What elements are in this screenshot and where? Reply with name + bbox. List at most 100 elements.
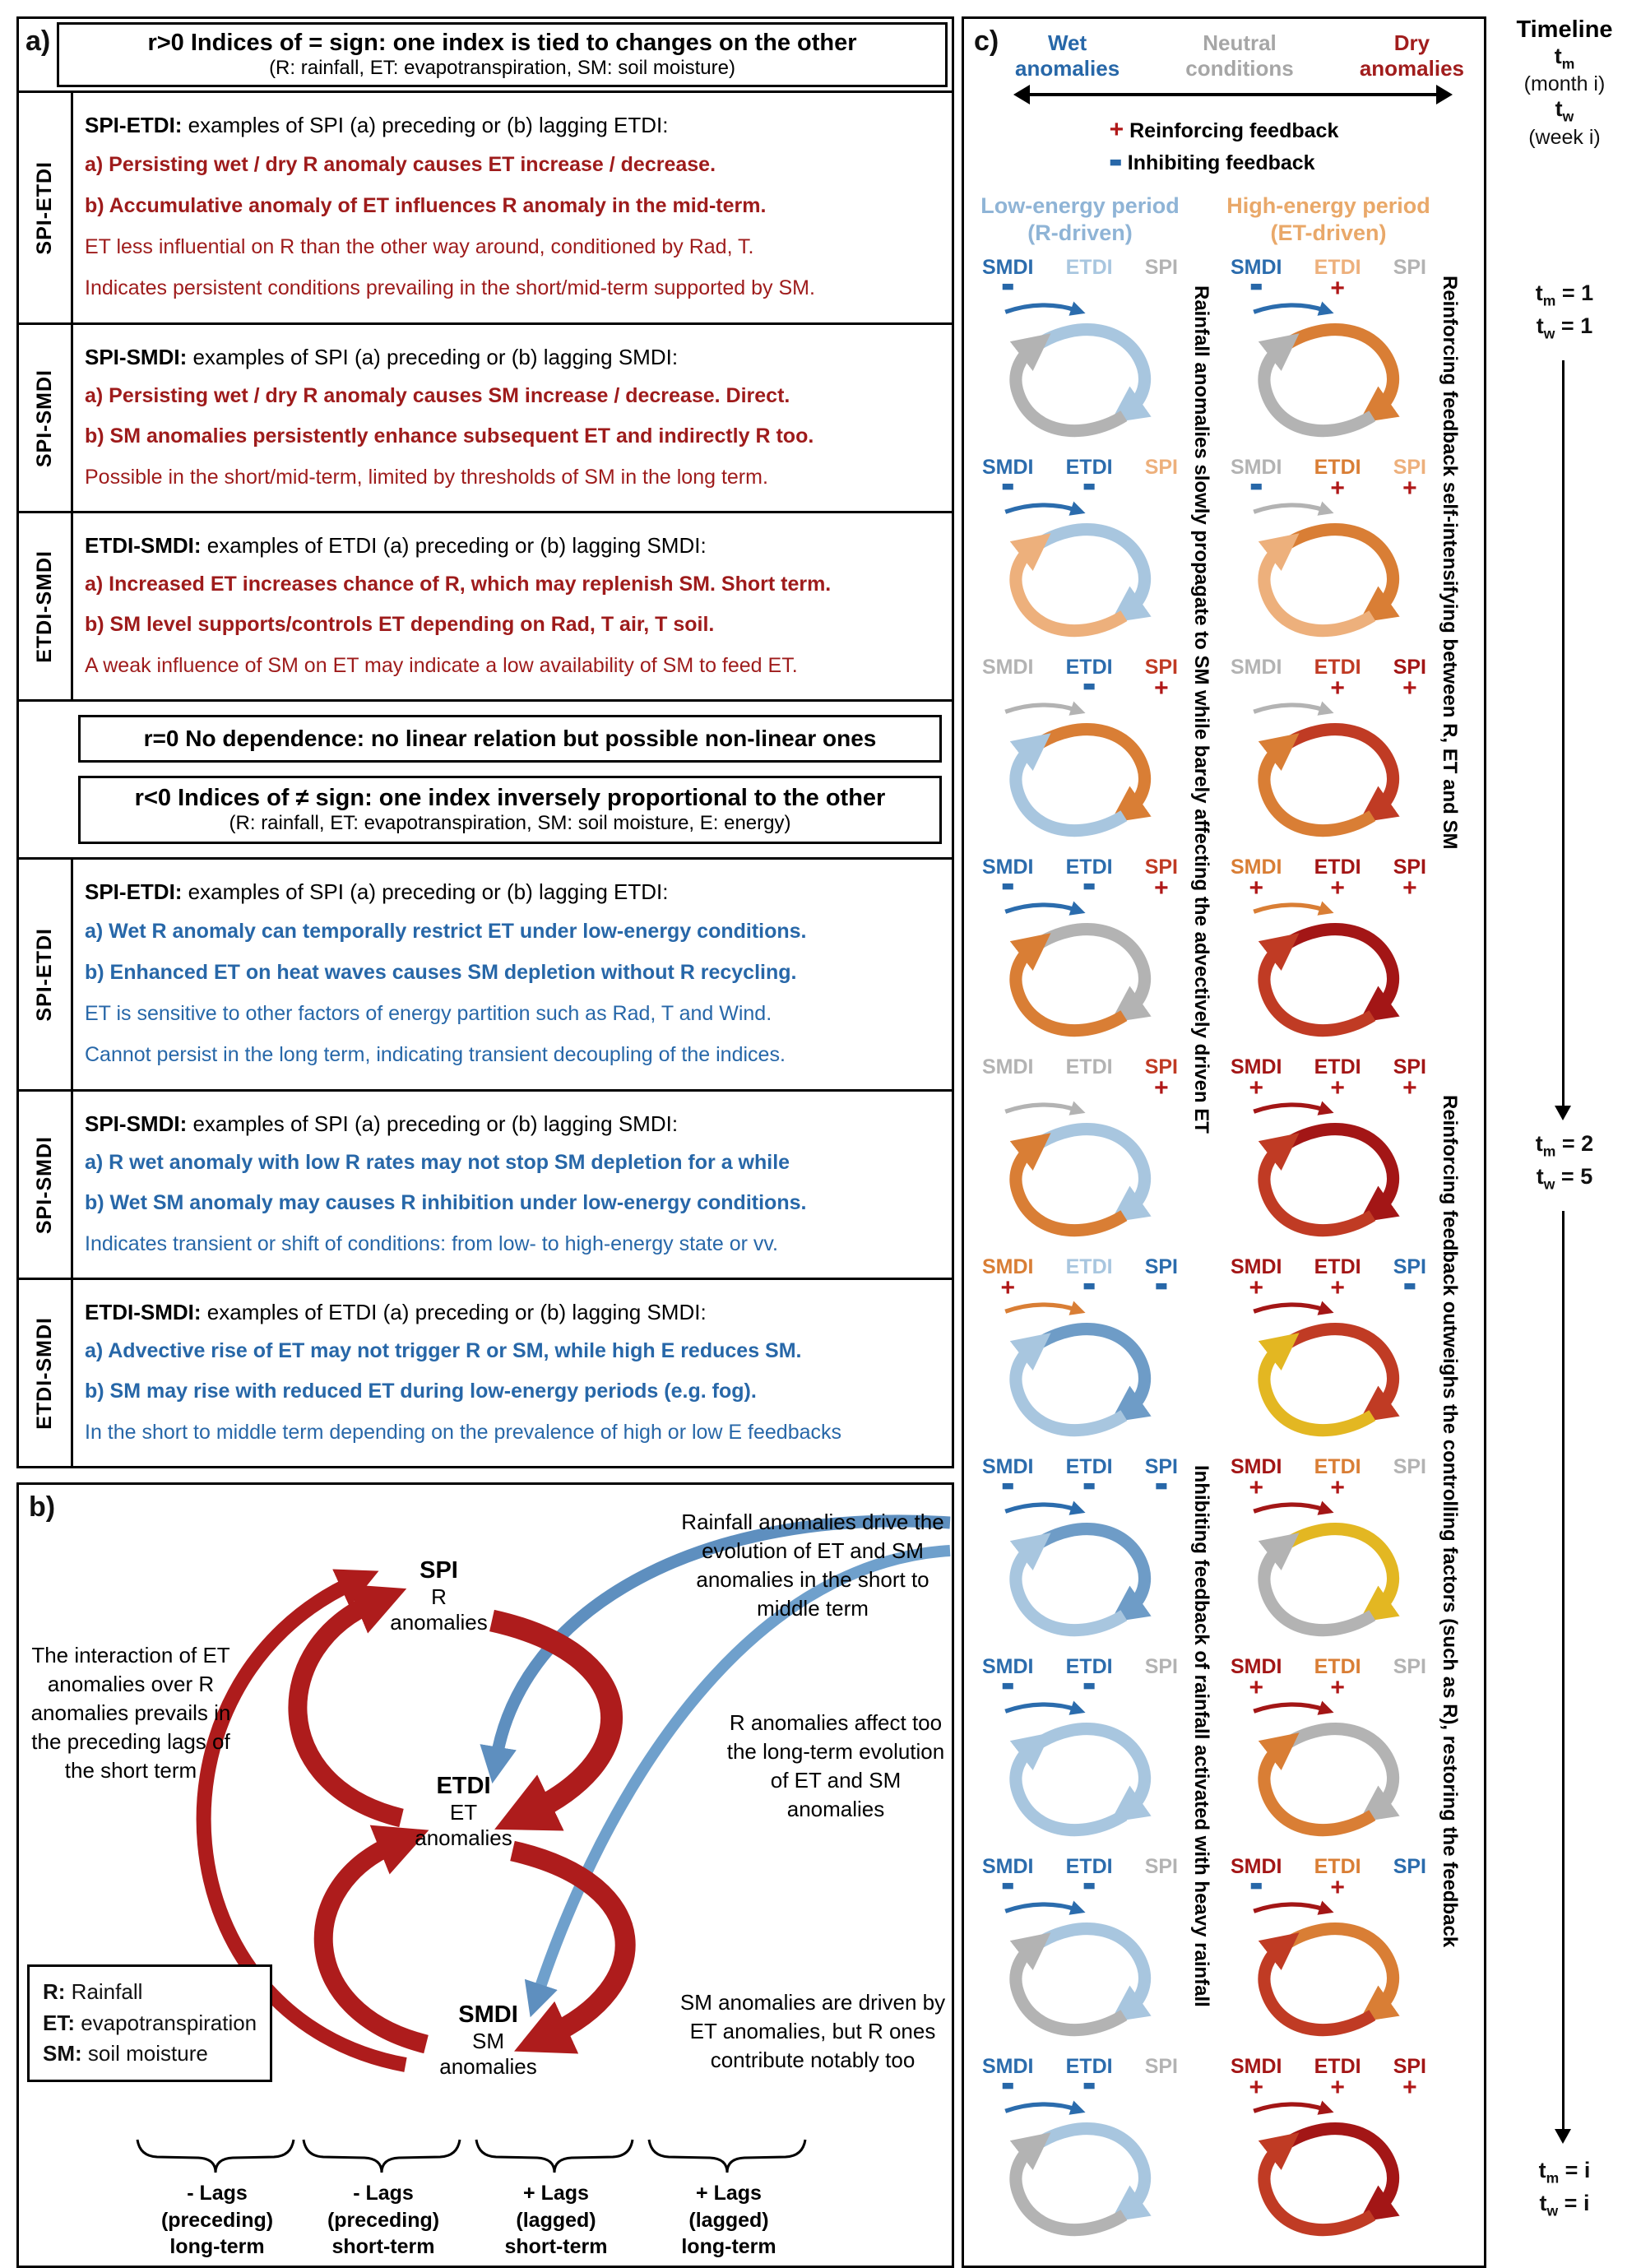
minus-sign: − bbox=[1082, 1253, 1096, 1318]
index-labels: SMDI−ETDI−SPI bbox=[972, 456, 1188, 514]
feedback-motif-row: SMDI+ETDI+SPI bbox=[1221, 1655, 1436, 1850]
minus-sign: − bbox=[1001, 1653, 1014, 1718]
section-line: a) Persisting wet / dry R anomaly causes… bbox=[85, 384, 790, 408]
positive-correlation-subtitle: (R: rainfall, ET: evapotranspiration, SM… bbox=[269, 57, 735, 79]
index-labels: SMDI−ETDI+SPI+ bbox=[1221, 456, 1436, 514]
index-name: SMDI bbox=[982, 256, 1034, 280]
index-label: SPI+ bbox=[1145, 856, 1178, 903]
index-labels: SMDI−ETDI−SPI− bbox=[972, 1455, 1188, 1514]
section-heading-rest: examples of SPI (a) preceding or (b) lag… bbox=[187, 344, 679, 369]
feedback-swirl bbox=[1221, 1300, 1436, 1450]
index-label: SPI− bbox=[1145, 1255, 1178, 1314]
index-name: SMDI bbox=[982, 456, 1034, 480]
index-name: ETDI bbox=[1314, 1455, 1361, 1479]
timeline-tm-var: tm bbox=[1554, 44, 1575, 72]
node-smdi-name: SMDI bbox=[458, 2001, 518, 2028]
index-labels: SMDI+ETDI+SPI bbox=[1221, 1655, 1436, 1703]
index-name: SPI bbox=[1144, 656, 1178, 679]
index-name: ETDI bbox=[1314, 456, 1361, 480]
feedback-swirl bbox=[1221, 900, 1436, 1051]
minus-sign: − bbox=[1155, 1453, 1168, 1518]
index-label: SPI bbox=[1145, 1855, 1178, 1903]
index-label: SMDI− bbox=[982, 1455, 1034, 1514]
index-name: SPI bbox=[1393, 1855, 1426, 1879]
timeline-arrow-2 bbox=[1555, 1211, 1571, 2144]
index-label: SMDI+ bbox=[1231, 1255, 1282, 1303]
feedback-motif-row: SMDI−ETDI+SPI bbox=[1221, 256, 1436, 451]
section-heading-name: SPI-SMDI: bbox=[85, 344, 188, 369]
index-label: SMDI− bbox=[1231, 456, 1282, 514]
feedback-swirl bbox=[1221, 500, 1436, 651]
index-labels: SMDI+ETDI−SPI− bbox=[972, 1255, 1188, 1314]
section-side-label: SPI-SMDI bbox=[19, 1092, 73, 1278]
minus-sign: − bbox=[1082, 853, 1096, 918]
plus-sign: + bbox=[1249, 1474, 1264, 1502]
minus-sign: − bbox=[1001, 1453, 1014, 1518]
feedback-swirl bbox=[972, 1500, 1188, 1650]
index-label: ETDI− bbox=[1066, 2055, 1113, 2113]
wet-dry-axis-arrow bbox=[1013, 85, 1453, 105]
index-name: SMDI bbox=[1231, 656, 1282, 679]
axis-arrowhead-right bbox=[1436, 85, 1453, 105]
plus-sign: + bbox=[1402, 1074, 1417, 1102]
index-name: ETDI bbox=[1314, 2055, 1361, 2079]
timeline-tw-desc: (week i) bbox=[1528, 125, 1601, 149]
index-label: SPI+ bbox=[1145, 1055, 1178, 1103]
plus-sign: + bbox=[1330, 1274, 1345, 1302]
plus-sign: + bbox=[1249, 1274, 1264, 1302]
feedback-swirl bbox=[972, 900, 1188, 1051]
section-body: SPI-ETDI: examples of SPI (a) preceding … bbox=[73, 860, 952, 1089]
index-label: ETDI+ bbox=[1314, 1055, 1361, 1103]
plus-sign: + bbox=[1154, 874, 1169, 902]
node-etdi-var: ET bbox=[449, 1800, 478, 1825]
node-spi: SPI R anomalies bbox=[371, 1557, 507, 1635]
feedback-motif-row: SMDI−ETDI−SPI bbox=[972, 1855, 1188, 2050]
index-name: ETDI bbox=[1314, 1855, 1361, 1879]
index-name: SPI bbox=[1144, 1055, 1178, 1079]
index-name: ETDI bbox=[1065, 1655, 1113, 1679]
plus-sign: + bbox=[1330, 1474, 1345, 1502]
plus-sign: + bbox=[1330, 675, 1345, 703]
feedback-swirl bbox=[1221, 300, 1436, 451]
index-label: ETDI− bbox=[1066, 456, 1113, 514]
lag-braces-graphic bbox=[136, 2139, 807, 2173]
feedback-swirl-graphic bbox=[1004, 2100, 1152, 2237]
index-label: SPI bbox=[1145, 1655, 1178, 1703]
section-heading: SPI-SMDI: examples of SPI (a) preceding … bbox=[85, 345, 940, 370]
index-name: SPI bbox=[1144, 1855, 1178, 1879]
index-label: SMDI− bbox=[982, 2055, 1034, 2113]
index-label: SPI bbox=[1393, 1855, 1426, 1903]
section-side-label: SPI-ETDI bbox=[19, 93, 73, 323]
index-name: SPI bbox=[1144, 2055, 1178, 2079]
feedback-swirl bbox=[972, 700, 1188, 851]
index-label: SPI− bbox=[1145, 1455, 1178, 1514]
feedback-swirl bbox=[972, 300, 1188, 451]
index-label: SMDI− bbox=[1231, 1855, 1282, 1913]
feedback-swirl-graphic bbox=[1253, 1301, 1400, 1437]
feedback-legend: + Reinforcing feedback − Inhibiting feed… bbox=[972, 113, 1476, 194]
index-label: SPI− bbox=[1393, 1255, 1426, 1314]
feedback-swirl bbox=[972, 1700, 1188, 1850]
lag-label-2: - Lags(preceding)short-term bbox=[327, 2182, 440, 2258]
index-label: ETDI+ bbox=[1314, 1255, 1361, 1303]
feedback-swirl-graphic bbox=[1253, 501, 1400, 638]
legend-rainfall: R: Rainfall bbox=[43, 1979, 143, 2004]
feedback-swirl-graphic bbox=[1253, 901, 1400, 1037]
positive-correlation-title: r>0 Indices of = sign: one index is tied… bbox=[147, 30, 857, 56]
plus-sign: + bbox=[1330, 275, 1345, 303]
section-heading-rest: examples of ETDI (a) preceding or (b) la… bbox=[201, 1299, 707, 1324]
index-labels: SMDI−ETDI−SPI bbox=[972, 1655, 1188, 1714]
index-label: SPI bbox=[1145, 256, 1178, 304]
feedback-swirl-graphic bbox=[1253, 301, 1400, 438]
section-heading-name: ETDI-SMDI: bbox=[85, 532, 202, 558]
